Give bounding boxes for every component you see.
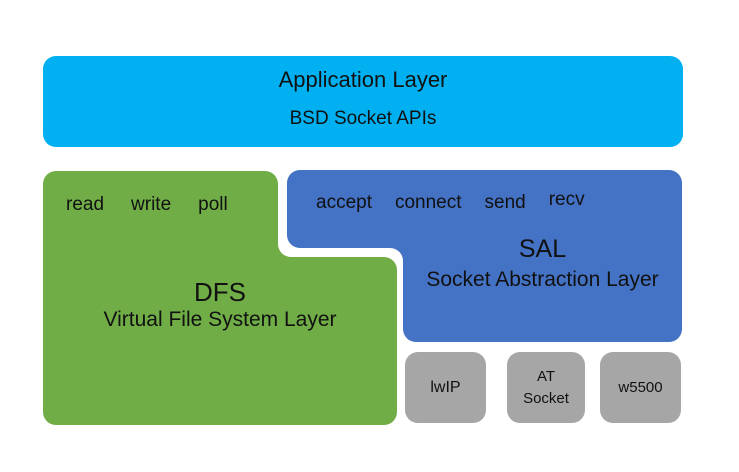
dfs-op-poll: poll [198,194,228,215]
w5500-box [600,352,681,423]
dfs-layer-shape [43,171,397,425]
sal-op-connect: connect [394,192,462,213]
dfs-layer-name: Virtual File System Layer [103,308,337,331]
at-socket-label-text: AT Socket [523,367,569,407]
sal-layer-shape [287,170,682,342]
sal-op-accept: accept [316,192,372,213]
dfs-acronym: DFS [194,277,246,307]
at-socket-box [507,352,585,423]
w5500-label: w5500 [600,352,681,423]
lwip-box [405,352,486,423]
lwip-label-text: lwIP [430,378,461,396]
sal-acronym: SAL [518,235,567,263]
sal-op-send: send [484,192,526,213]
w5500-label-text: w5500 [618,379,663,396]
sal-layer-name: Socket Abstraction Layer [426,268,659,291]
sal-op-recv: recv [548,189,585,210]
application-layer-title: Application Layer [278,67,448,92]
dfs-ops-row: read write poll [66,194,228,216]
sal-ops-row: accept connect send recv [316,189,585,214]
at-socket-label: AT Socket [507,352,585,423]
dfs-op-write: write [131,194,172,215]
lwip-label: lwIP [405,352,486,423]
dfs-op-read: read [66,194,105,215]
application-layer-subtitle: BSD Socket APIs [289,108,437,129]
application-layer-box [43,56,683,147]
